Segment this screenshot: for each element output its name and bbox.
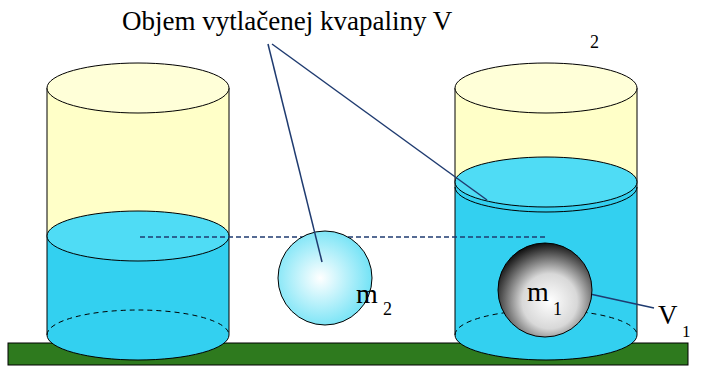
subscript: 1 (682, 323, 691, 340)
left-cylinder (47, 63, 229, 360)
mass-symbol: m (356, 280, 378, 308)
volume-symbol: V (658, 302, 678, 329)
leader-line (268, 44, 322, 262)
subscript: 1 (553, 300, 562, 318)
title-label: Objem vytlačenej kvapaliny V (122, 8, 452, 35)
mass-symbol: m (527, 278, 549, 306)
leader-line (272, 44, 487, 200)
mass-ball: m1 (497, 242, 593, 338)
right-cylinder (455, 63, 637, 360)
subscript: 2 (590, 33, 599, 51)
leader-line (590, 294, 654, 308)
displaced-volume-sphere (278, 231, 372, 325)
subscript: 2 (383, 300, 392, 318)
